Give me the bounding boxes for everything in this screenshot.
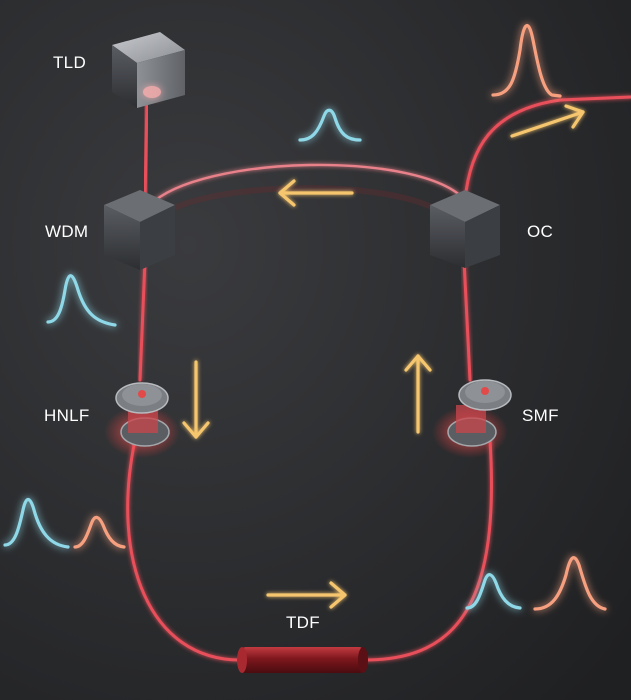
fiber-ring [126, 95, 631, 662]
arrow-left-top [278, 179, 354, 207]
pulse-blue-left [46, 274, 117, 327]
wdm-box [104, 190, 175, 270]
fiber-top-arc [148, 163, 467, 207]
pulse-blue-top [298, 108, 362, 142]
oc-box [430, 190, 500, 268]
label-hnlf: HNLF [44, 406, 90, 425]
fiber-output [463, 95, 631, 202]
arrow-up-right [404, 354, 432, 434]
label-oc: OC [527, 222, 554, 241]
label-wdm: WDM [45, 222, 89, 241]
arrow-right-bottom [266, 581, 347, 609]
label-tdf: TDF [286, 613, 320, 632]
arrow-down-left [182, 360, 210, 439]
smf-spool [432, 379, 512, 458]
fiber-tdf-smf [363, 438, 493, 662]
fiber-wdm-hnlf [138, 258, 147, 382]
tld-laser-box [112, 32, 185, 108]
fiber-hnlf-tdf [126, 438, 242, 662]
label-smf: SMF [522, 406, 559, 425]
pulse-orange-bottom-left [73, 515, 126, 549]
hnlf-spool [104, 382, 180, 458]
label-tld: TLD [53, 53, 87, 72]
fiber-reflection [167, 185, 448, 218]
pulse-orange-bottom-right [533, 556, 607, 611]
pulse-blue-bottom-right [465, 573, 522, 610]
arrow-output [510, 104, 585, 138]
fiber-smf-oc [462, 258, 472, 382]
tdf-fiber-cylinder [237, 647, 368, 673]
pulse-blue-bottom-left [3, 497, 70, 549]
fiber-tld-wdm [143, 98, 149, 202]
pulse-orange-output [491, 23, 562, 98]
